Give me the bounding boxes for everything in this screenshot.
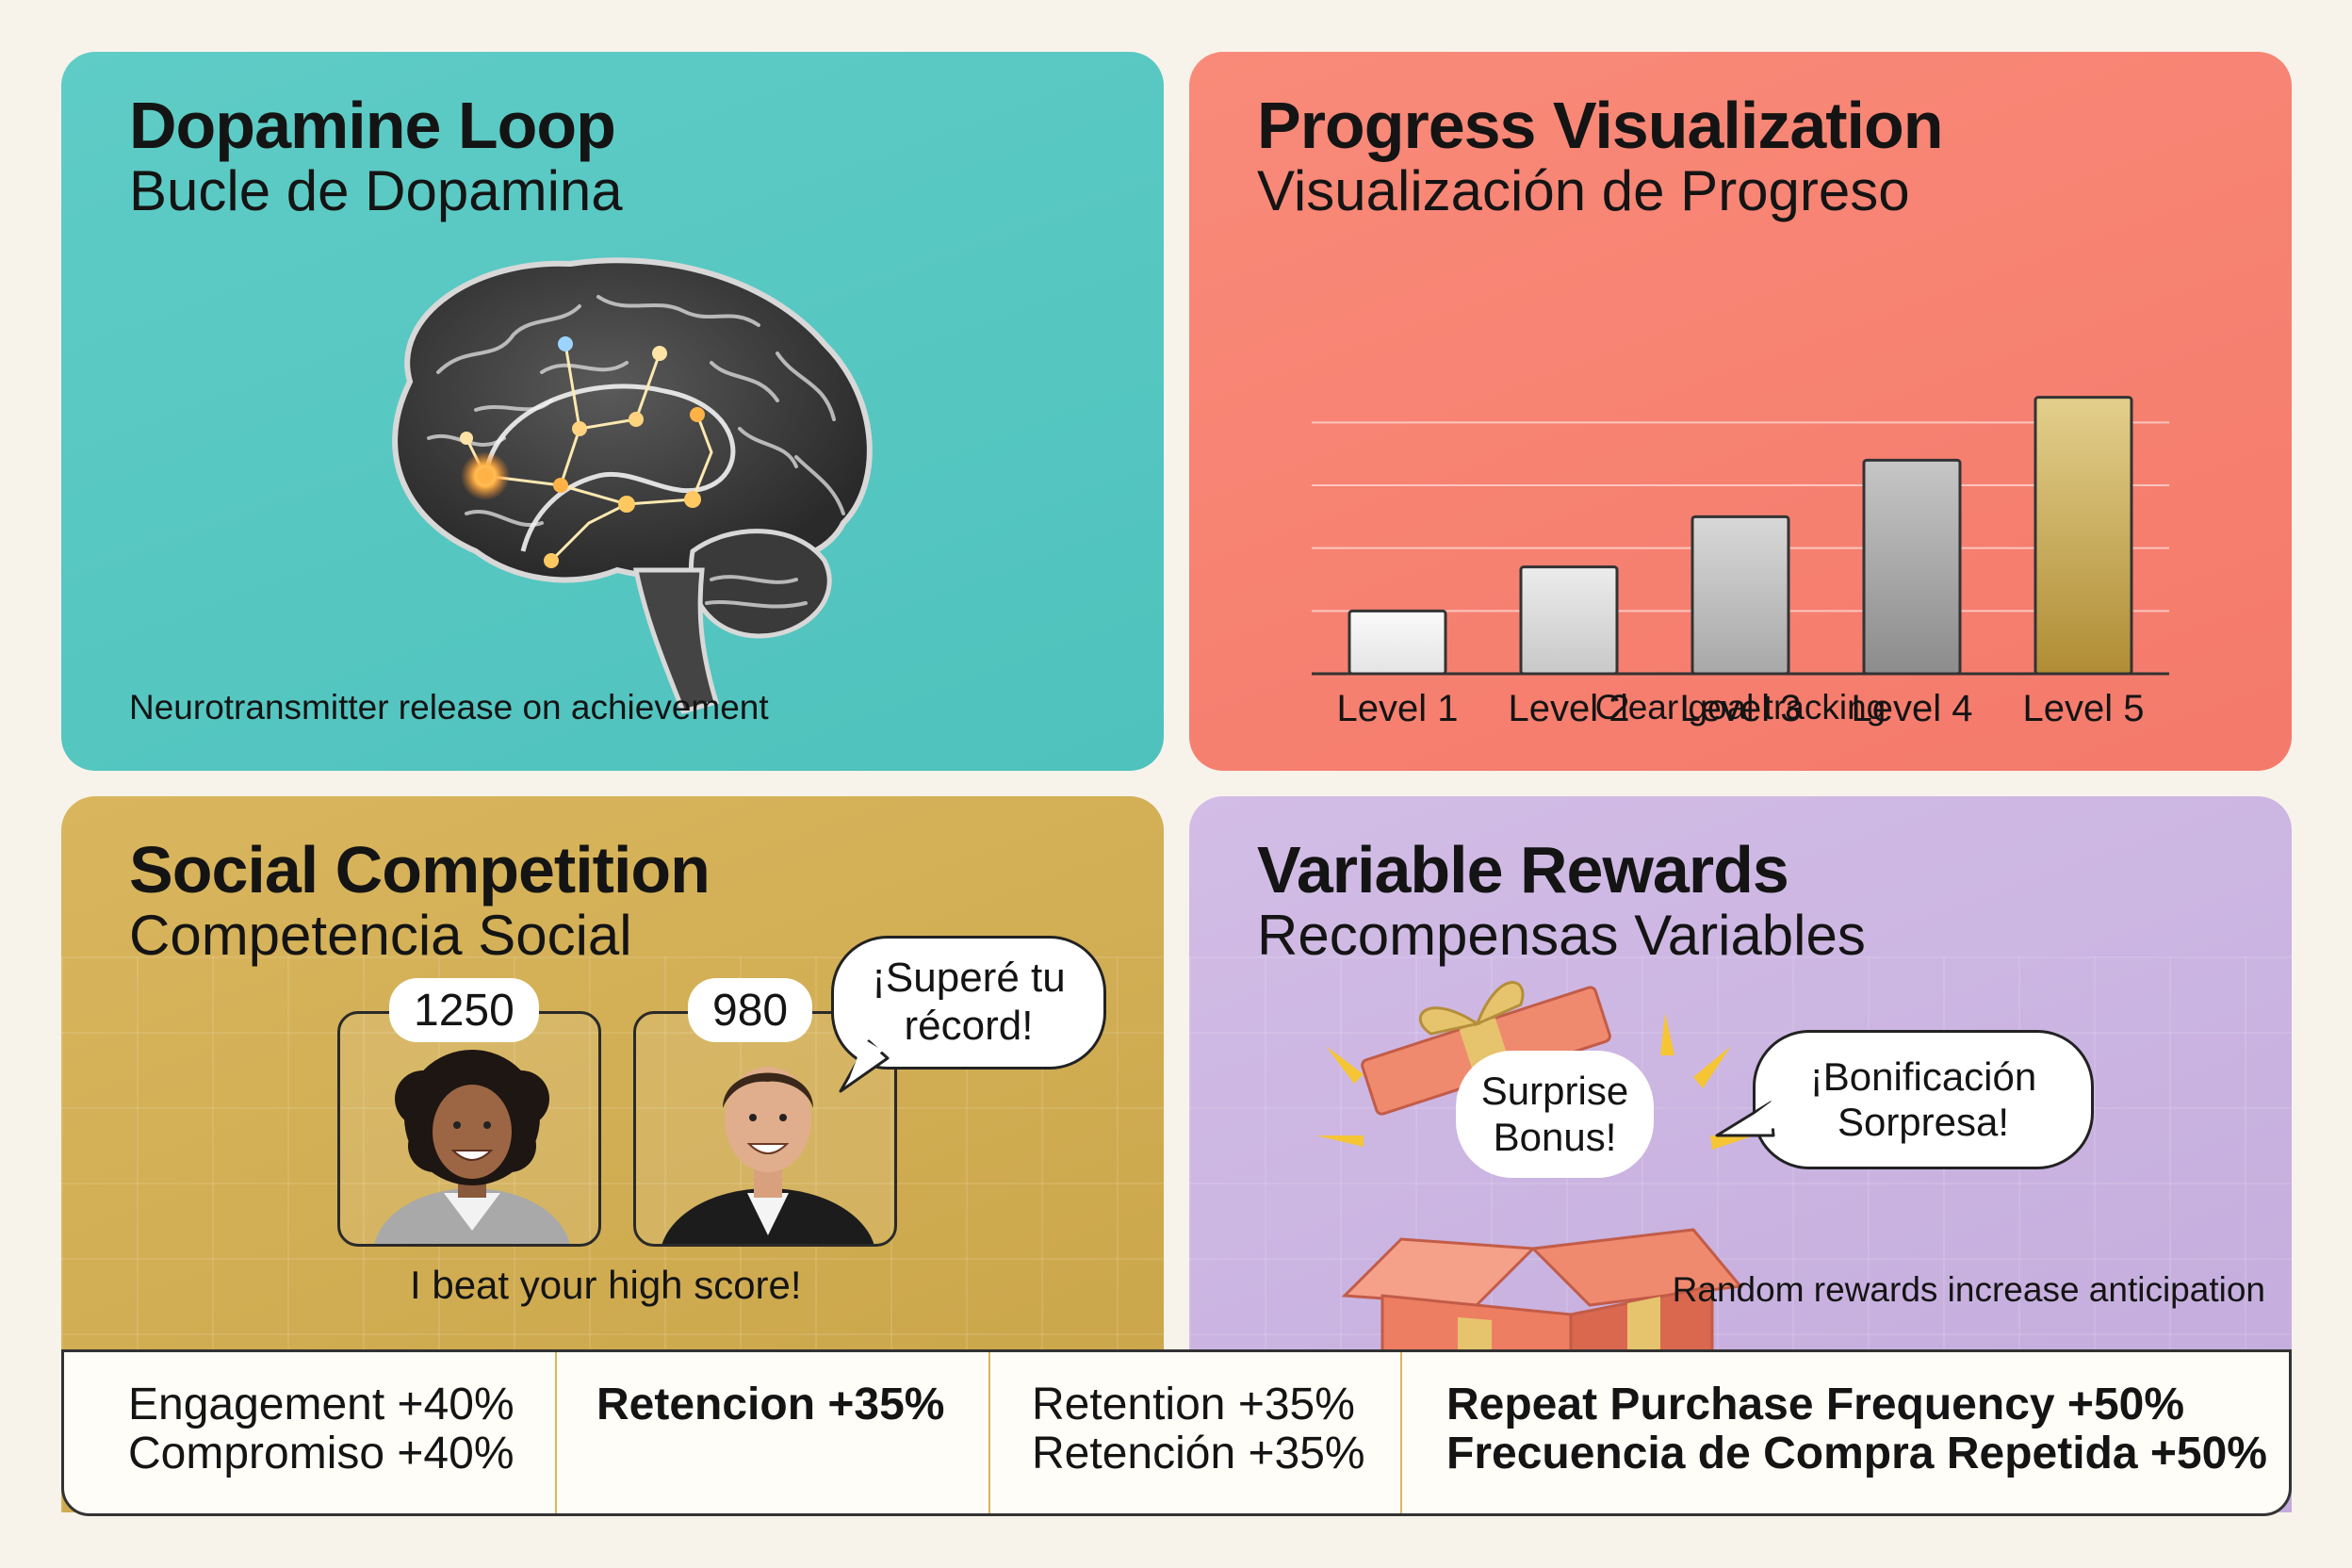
x-tick-label: Level 4 [1852,688,1973,729]
social-caption: I beat your high score! [410,1263,802,1307]
x-tick-label: Level 5 [2023,688,2145,729]
bar-level-3 [1690,514,1790,676]
progress-bar-chart: Level 1 Level 2 Level 3 Level 4 Level 5 [1312,396,2169,729]
dopamine-subtitle: Bucle de Dopamina [129,159,623,222]
metrics-bar: Engagement +40% Compromiso +40% Retencio… [61,1349,2292,1516]
bubble-tail-rewards [1715,1098,1778,1137]
chart-bars [1348,396,2133,676]
metric-line-en: Retention +35% [1032,1380,1355,1429]
progress-subtitle: Visualización de Progreso [1257,159,1910,222]
metric-retention: Retention +35% Retención +35% [990,1352,1402,1513]
rewards-subtitle: Recompensas Variables [1257,904,1866,967]
dopamine-panel: Dopamine Loop Bucle de Dopamina [61,52,1164,771]
brain-illustration [392,257,873,715]
progress-caption: Clear goal tracking [1594,688,1886,727]
avatar-man [662,1067,874,1244]
rewards-title: Variable Rewards [1257,833,1789,906]
player-card-left [337,1011,601,1247]
dopamine-caption: Neurotransmitter release on achievement [129,688,769,727]
metric-line-es: Frecuencia de Compra Repetida +50% [1446,1428,2267,1478]
surprise-bonus-bubble: Surprise Bonus! [1456,1051,1654,1178]
bar-level-4 [1862,458,1962,676]
metric-line-es: Retencion +35% [596,1380,945,1429]
bar-level-2 [1519,565,1619,676]
metric-line-en: Repeat Purchase Frequency +50% [1446,1380,2185,1429]
bar-level-1 [1348,609,1447,676]
score-badge-left: 1250 [389,978,539,1042]
neuron-nodes [460,336,705,568]
metric-repeat-purchase: Repeat Purchase Frequency +50% Frecuenci… [1402,1352,2289,1513]
metric-engagement: Engagement +40% Compromiso +40% [64,1352,557,1513]
metric-line-en: Engagement +40% [128,1380,514,1429]
progress-title: Progress Visualization [1257,89,1944,162]
social-subtitle: Competencia Social [129,904,632,967]
speech-bubble-spanish-bonus: ¡Bonificación Sorpresa! [1753,1030,2094,1169]
x-tick-label: Level 3 [1680,688,1802,729]
bar-level-5 [2034,396,2133,676]
chart-x-labels: Level 1 Level 2 Level 3 Level 4 Level 5 [1337,688,2145,729]
metric-retencion: Retencion +35% [557,1352,990,1513]
score-badge-right: 980 [688,978,813,1042]
social-title: Social Competition [129,833,710,906]
avatar-woman [374,1050,570,1244]
metric-line-es: Compromiso +40% [128,1428,514,1478]
progress-panel: Progress Visualization Visualización de … [1189,52,2292,771]
rewards-caption: Random rewards increase anticipation [1672,1270,2265,1309]
bubble-tail-social [839,1039,890,1093]
metric-line-es: Retención +35% [1032,1428,1365,1478]
x-tick-label: Level 2 [1509,688,1630,729]
dopamine-title: Dopamine Loop [129,89,616,162]
x-tick-label: Level 1 [1337,688,1459,729]
